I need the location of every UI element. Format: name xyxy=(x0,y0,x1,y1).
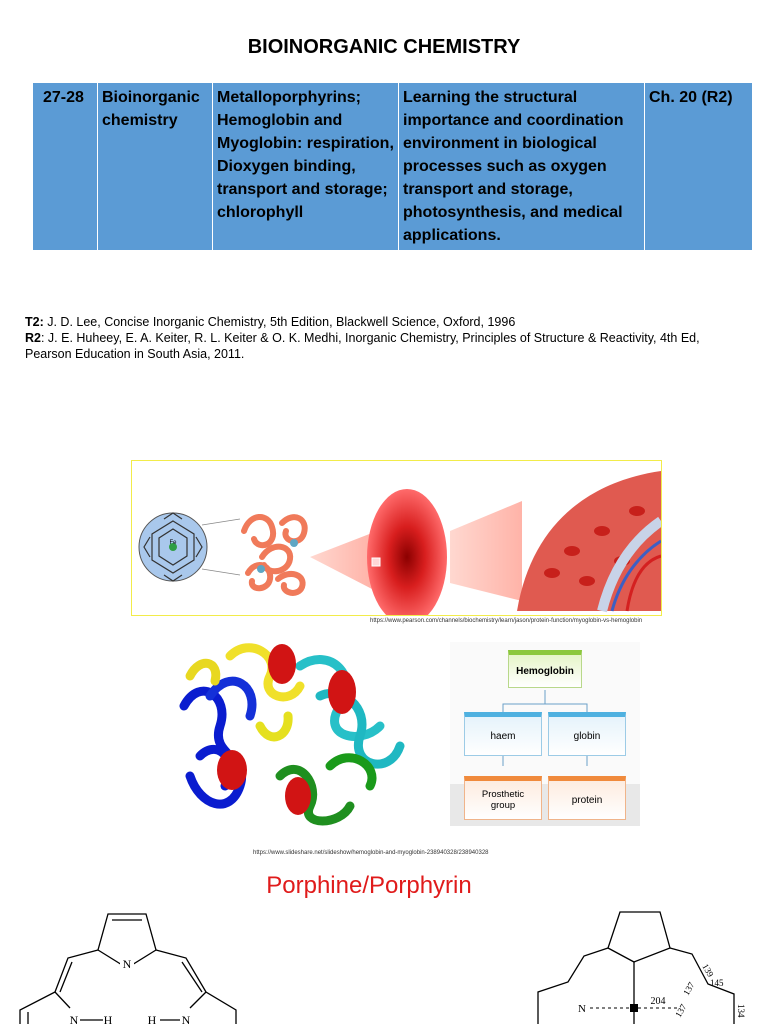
porphine-structure: N N H H N xyxy=(19,913,237,1024)
contents-cell: Metalloporphyrins; Hemoglobin and Myoglo… xyxy=(212,82,399,251)
globin-node: globin xyxy=(548,712,626,756)
bond-length-145: 145 xyxy=(710,978,724,988)
zoom-cone-2 xyxy=(450,501,522,601)
protein-label: protein xyxy=(571,794,603,806)
reference-text: : J. E. Huheey, E. A. Keiter, R. L. Keit… xyxy=(25,331,700,361)
red-blood-cell xyxy=(367,489,447,625)
center-distance-label: 204 xyxy=(651,996,666,1007)
globin-label: globin xyxy=(573,730,601,742)
oxygen-transport-figure: Fe xyxy=(131,460,664,625)
figure-caption: https://www.slideshare.net/slideshow/hem… xyxy=(253,850,489,856)
oxygen-transport-illustration: Fe xyxy=(138,471,664,625)
porphine-n-left: N xyxy=(70,1013,79,1024)
haem-node: haem xyxy=(464,712,542,756)
porphine-n-right: N xyxy=(182,1013,191,1024)
topic-cell: Bioinorganic chemistry xyxy=(97,82,213,251)
zoom-cone xyxy=(310,533,372,589)
porphine-h-right: H xyxy=(148,1013,157,1024)
reference-tag: T2: xyxy=(25,315,44,329)
bond-length-134: 134 xyxy=(736,1004,746,1018)
hemoglobin-ribbon-illustration xyxy=(179,643,405,826)
reference-r2: R2: J. E. Huheey, E. A. Keiter, R. L. Ke… xyxy=(25,330,745,362)
page-title: BIOINORGANIC CHEMISTRY xyxy=(247,36,521,58)
reference-tag: R2 xyxy=(25,331,41,345)
objectives-cell: Learning the structural importance and c… xyxy=(398,82,645,251)
reference-cell: Ch. 20 (R2) xyxy=(644,82,753,251)
lecture-cell: 27-28 xyxy=(32,82,98,251)
fe-label: Fe xyxy=(169,540,177,546)
figure-caption: https://www.pearson.com/channels/biochem… xyxy=(370,618,643,624)
haem-label: haem xyxy=(490,730,516,742)
bond-length-137: 137 xyxy=(681,980,697,997)
bond-length-137b: 137 xyxy=(673,1002,689,1019)
hemoglobin-chart: Hemoglobin haem globin Prosthetic group … xyxy=(450,642,640,826)
heme-disc: Fe xyxy=(138,512,241,582)
reference-t2: T2: J. D. Lee, Concise Inorganic Chemist… xyxy=(25,314,745,330)
myoglobin-protein xyxy=(241,514,308,596)
prosthetic-group-label: Prosthetic group xyxy=(481,789,525,811)
syllabus-table: 27-28 Bioinorganic chemistry Metalloporp… xyxy=(32,82,753,251)
section-title: Porphine/Porphyrin xyxy=(266,872,472,899)
blood-vessel xyxy=(517,471,664,613)
porphine-bond-length-structure: N 204 139 145 137 134 137 xyxy=(537,911,746,1024)
references: T2: J. D. Lee, Concise Inorganic Chemist… xyxy=(25,314,745,362)
hemoglobin-label: Hemoglobin xyxy=(516,665,574,677)
protein-node: protein xyxy=(548,776,626,820)
hemoglobin-ribbon-figure xyxy=(170,636,416,832)
reference-text: J. D. Lee, Concise Inorganic Chemistry, … xyxy=(43,315,516,329)
table-row: 27-28 Bioinorganic chemistry Metalloporp… xyxy=(32,82,753,251)
bond-length-139: 139 xyxy=(700,962,716,979)
prosthetic-group-node: Prosthetic group xyxy=(464,776,542,820)
porphine-h-left: H xyxy=(104,1013,113,1024)
hemoglobin-node: Hemoglobin xyxy=(508,650,582,688)
porphine-n-top: N xyxy=(123,957,132,971)
bond-n-label: N xyxy=(578,1003,586,1015)
